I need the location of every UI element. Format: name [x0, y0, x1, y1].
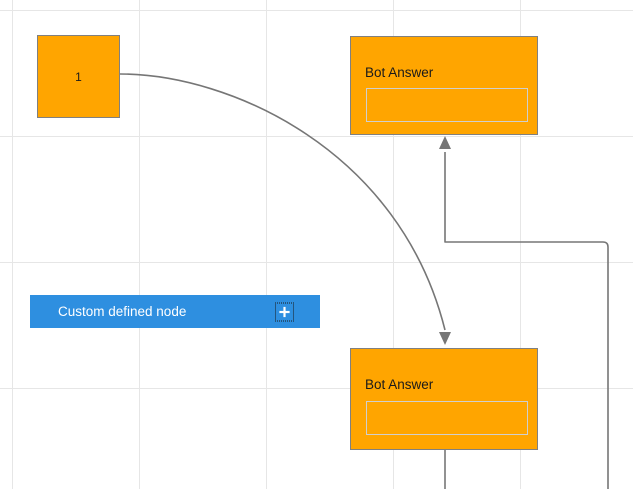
- bot-answer-node-top[interactable]: Bot Answer: [350, 36, 538, 135]
- custom-defined-node-button-label: Custom defined node: [58, 304, 187, 319]
- custom-defined-node-button[interactable]: Custom defined node: [30, 295, 320, 328]
- connector-node1-to-bot-answer-bottom[interactable]: [119, 73, 446, 331]
- plus-icon[interactable]: [275, 302, 294, 321]
- bot-answer-node-bottom-slot[interactable]: [366, 401, 528, 435]
- bot-answer-node-bottom[interactable]: Bot Answer: [350, 348, 538, 450]
- connector-node1-to-bot-answer-bottom-arrowhead: [439, 332, 451, 345]
- connector-bot-answer-bottom-to-bot-answer-top[interactable]: [444, 152, 609, 489]
- bot-answer-node-top-slot[interactable]: [366, 88, 528, 122]
- node-1[interactable]: 1: [37, 35, 120, 118]
- bot-answer-node-top-title: Bot Answer: [365, 65, 434, 80]
- node-1-label: 1: [75, 69, 82, 84]
- bot-answer-node-bottom-title: Bot Answer: [365, 377, 434, 392]
- connector-bot-answer-bottom-to-bot-answer-top-arrowhead: [439, 136, 451, 149]
